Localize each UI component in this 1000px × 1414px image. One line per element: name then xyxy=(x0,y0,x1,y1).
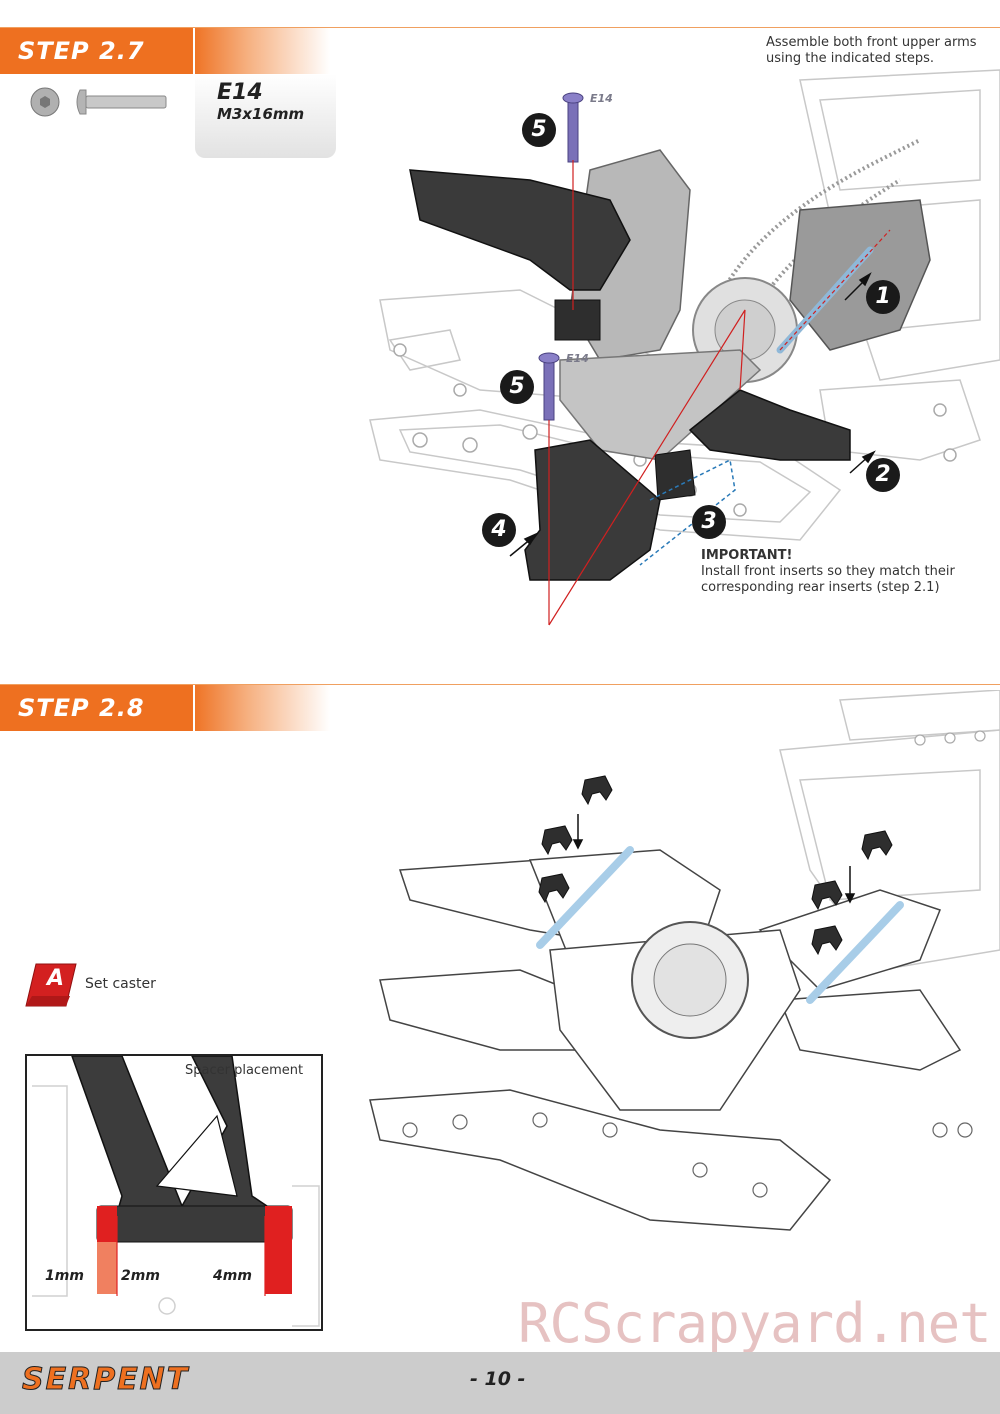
important-note: IMPORTANT! Install front inserts so they… xyxy=(701,548,955,596)
screw-bottom xyxy=(538,352,560,421)
spacer-4mm-indicator xyxy=(265,1242,292,1294)
screw-label-top: E14 xyxy=(590,92,613,105)
insert-guide xyxy=(639,458,736,566)
chassis-holes-2 xyxy=(914,730,986,746)
screw-label-bottom: E14 xyxy=(566,352,589,365)
direction-arrows xyxy=(509,272,876,557)
screw-side-icon xyxy=(76,89,167,115)
callout-5-top: 5 xyxy=(522,113,556,147)
inset-background xyxy=(32,1085,320,1327)
step-2-7-title: STEP 2.7 xyxy=(18,37,145,65)
step-2-8-title: STEP 2.8 xyxy=(18,694,145,722)
spacer-clips xyxy=(538,775,893,956)
page-number: - 10 - xyxy=(470,1368,526,1390)
upper-insert xyxy=(554,299,601,341)
callout-3: 3 xyxy=(692,505,726,539)
callout-1: 1 xyxy=(866,280,900,314)
brand-logo: SERPENT xyxy=(21,1362,190,1398)
watermark: RCScrapyard.net xyxy=(518,1292,992,1355)
arm-section xyxy=(71,1056,268,1232)
callout-2: 2 xyxy=(866,458,900,492)
spacer-4mm xyxy=(265,1206,292,1242)
step-2-8-illustration xyxy=(369,690,1000,1231)
callout-5-bottom: 5 xyxy=(500,370,534,404)
rear-mount xyxy=(789,199,931,351)
spacer-1mm xyxy=(97,1206,117,1242)
guide-lines xyxy=(548,160,891,626)
screw-head-icon xyxy=(30,87,60,117)
spacer-1mm-indicator xyxy=(97,1242,117,1294)
front-lower-arm xyxy=(688,389,851,461)
set-caster-label: Set caster xyxy=(85,976,156,992)
instruction-line-2: using the indicated steps. xyxy=(766,51,935,66)
front-insert xyxy=(654,449,696,501)
spacer-placement-inset: Spacer placement 1mm 2mm 4mm xyxy=(25,1054,323,1331)
header-rule xyxy=(0,27,1000,28)
important-title: IMPORTANT! xyxy=(701,548,793,563)
spacer-label-1mm: 1mm xyxy=(45,1268,84,1284)
spacer-title: Spacer placement xyxy=(185,1063,304,1078)
important-line-2: corresponding rear inserts (step 2.1) xyxy=(701,580,940,595)
spacer-diagram xyxy=(32,1056,320,1327)
chassis-outline-2 xyxy=(779,690,1000,971)
caster-icon-letter: A xyxy=(47,966,65,991)
spacer-label-4mm: 4mm xyxy=(213,1268,252,1284)
caster-a-icon xyxy=(25,963,77,1007)
important-line-1: Install front inserts so they match thei… xyxy=(701,564,955,579)
front-upper-arm xyxy=(409,169,631,291)
suspension-arms xyxy=(369,849,962,1231)
spacer-label-2mm: 2mm xyxy=(121,1268,160,1284)
screw-icons xyxy=(30,87,167,117)
arm-holes xyxy=(402,1112,973,1198)
part-code: E14 xyxy=(217,80,263,105)
hinge-pin-section xyxy=(96,1205,293,1243)
hinge-pin-right xyxy=(806,901,904,1004)
hinge-pin-left xyxy=(536,846,634,949)
assembly-instruction: Assemble both front upper arms using the… xyxy=(766,35,977,67)
clip-arrows xyxy=(572,814,856,904)
step-header-separator xyxy=(193,685,195,731)
callout-4: 4 xyxy=(482,513,516,547)
chassis-holes xyxy=(393,343,957,517)
screw-top xyxy=(562,92,584,163)
instruction-line-1: Assemble both front upper arms xyxy=(766,35,977,50)
section-divider xyxy=(0,684,1000,685)
part-label-box: E14 M3x16mm xyxy=(195,74,336,158)
step-2-7-header: STEP 2.7 xyxy=(0,28,330,74)
part-size: M3x16mm xyxy=(217,105,305,123)
step-header-separator xyxy=(193,28,195,74)
page-footer: SERPENT - 10 - xyxy=(0,1352,1000,1414)
step-2-7-illustration xyxy=(369,69,1000,626)
step-2-8-header: STEP 2.8 xyxy=(0,685,330,731)
